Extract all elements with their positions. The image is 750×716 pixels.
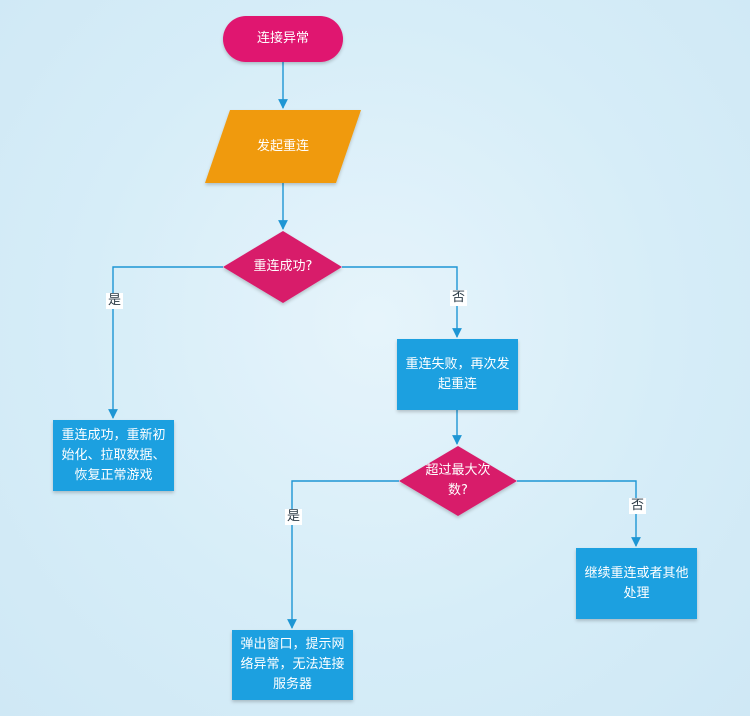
success-check-label: 重连成功? [253, 259, 313, 274]
reconnect-label: 发起重连 [256, 138, 309, 154]
edge-check-yes [108, 266, 223, 419]
edge-label-no-2: 否 [629, 498, 647, 514]
max-no-action-box [576, 548, 697, 619]
success-action-label: 重连成功，重新初始化、拉取数据、恢复正常游戏 [61, 427, 166, 483]
max-yes-action-box [232, 630, 353, 700]
max-yes-action-label: 弹出窗口，提示网络异常，无法连接服务器 [240, 637, 345, 692]
success-action-box [53, 420, 174, 491]
fail-action-box [397, 339, 518, 410]
max-check-label: 超过最大次数? [425, 463, 491, 498]
max-decision [399, 446, 517, 516]
edge-maxcheck-yes [287, 480, 399, 629]
reconnect-io [205, 110, 361, 183]
fail-action-label: 重连失败，再次发起重连 [405, 356, 510, 392]
start-label: 连接异常 [256, 31, 309, 46]
max-no-action-label: 继续重连或者其他处理 [584, 565, 689, 601]
success-decision [223, 231, 342, 303]
edge-label-yes-2: 是 [285, 509, 303, 525]
edge-label-no-1: 否 [450, 290, 468, 306]
edge-label-yes-1: 是 [106, 293, 124, 309]
edge-maxcheck-no [517, 480, 641, 547]
start-terminal [223, 16, 343, 62]
edge-check-no [342, 266, 462, 338]
